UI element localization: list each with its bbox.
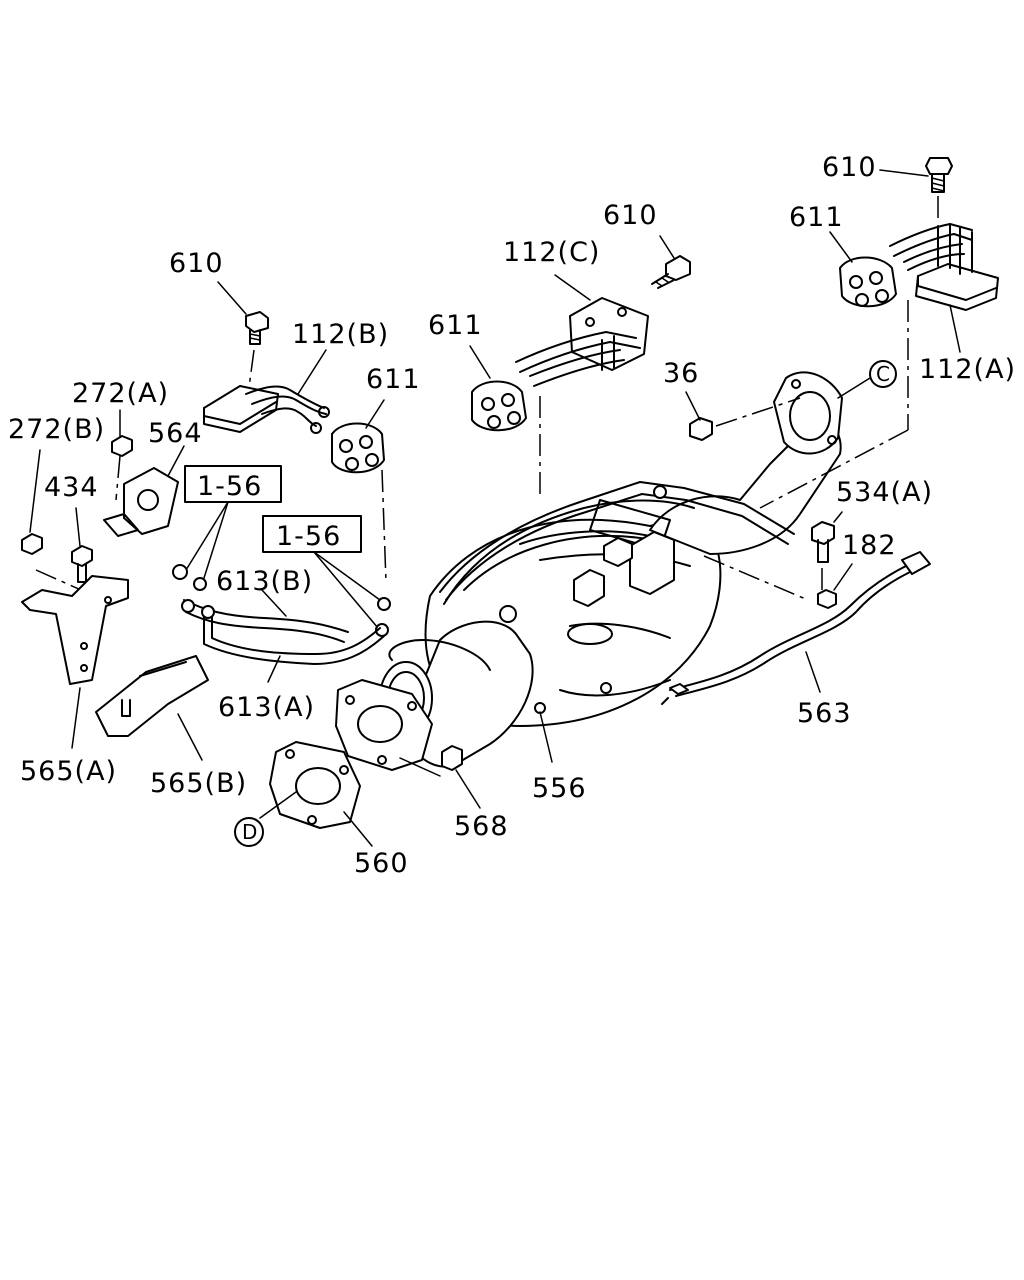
label-272b: 272(B) [8, 414, 105, 445]
reference-label-1-56-b: 1-56 [276, 521, 341, 552]
rubber-mount-611-right[interactable] [839, 256, 897, 308]
label-611-right: 611 [789, 202, 844, 233]
bolt-534a[interactable] [811, 521, 835, 563]
label-560: 560 [354, 848, 409, 879]
label-564: 564 [148, 418, 203, 449]
bolt-610-right[interactable] [925, 157, 953, 193]
label-563: 563 [797, 698, 852, 729]
gasket-560[interactable] [269, 741, 361, 829]
label-565a: 565(A) [20, 756, 117, 787]
heat-shield-565b[interactable] [95, 655, 209, 737]
label-556: 556 [532, 773, 587, 804]
bracket-565a[interactable] [21, 575, 129, 685]
bolt-434[interactable] [71, 545, 93, 583]
label-112a: 112(A) [919, 354, 1016, 385]
clip-182[interactable] [817, 589, 837, 609]
callout-d-label: D [242, 820, 257, 844]
callout-d: D [234, 817, 264, 847]
callout-c-label: C [876, 362, 890, 386]
hanger-bracket-112b[interactable] [203, 385, 330, 434]
bolt-610-mid[interactable] [651, 255, 691, 289]
reference-box-1-56-a[interactable]: 1-56 [184, 465, 282, 503]
reference-label-1-56-a: 1-56 [197, 471, 262, 502]
label-610-left: 610 [169, 248, 224, 279]
exhaust-converter-556[interactable] [379, 371, 843, 768]
label-610-mid: 610 [603, 200, 658, 231]
clip-left-a[interactable] [172, 564, 207, 591]
hanger-bracket-112c[interactable] [515, 297, 649, 387]
label-613b: 613(B) [216, 566, 313, 597]
label-613a: 613(A) [218, 692, 315, 723]
label-610-right: 610 [822, 152, 877, 183]
label-565b: 565(B) [150, 768, 247, 799]
flange-plate[interactable] [335, 679, 433, 771]
label-112c: 112(C) [503, 237, 600, 268]
bolt-610-left[interactable] [245, 311, 269, 345]
hanger-bracket-112a[interactable] [889, 223, 999, 311]
label-568: 568 [454, 811, 509, 842]
nut-272a[interactable] [111, 435, 133, 457]
reference-box-1-56-b[interactable]: 1-56 [262, 515, 362, 553]
label-272a: 272(A) [72, 378, 169, 409]
label-182: 182 [842, 530, 897, 561]
hose-pipe-613a[interactable] [201, 605, 385, 665]
nut-272b[interactable] [21, 533, 43, 555]
nut-36[interactable] [689, 417, 713, 441]
label-36: 36 [663, 358, 699, 389]
clip-right-b[interactable] [375, 597, 391, 637]
label-534a: 534(A) [836, 477, 933, 508]
sensor-cable-563[interactable] [661, 551, 931, 705]
label-112b: 112(B) [292, 319, 389, 350]
rubber-mount-611-mid[interactable] [471, 380, 527, 432]
label-434: 434 [44, 472, 99, 503]
nut-568[interactable] [441, 745, 463, 771]
label-611-left: 611 [366, 364, 421, 395]
label-611-mid: 611 [428, 310, 483, 341]
callout-c: C [869, 360, 897, 388]
bracket-564[interactable] [103, 467, 179, 537]
rubber-mount-611-left[interactable] [331, 422, 385, 474]
